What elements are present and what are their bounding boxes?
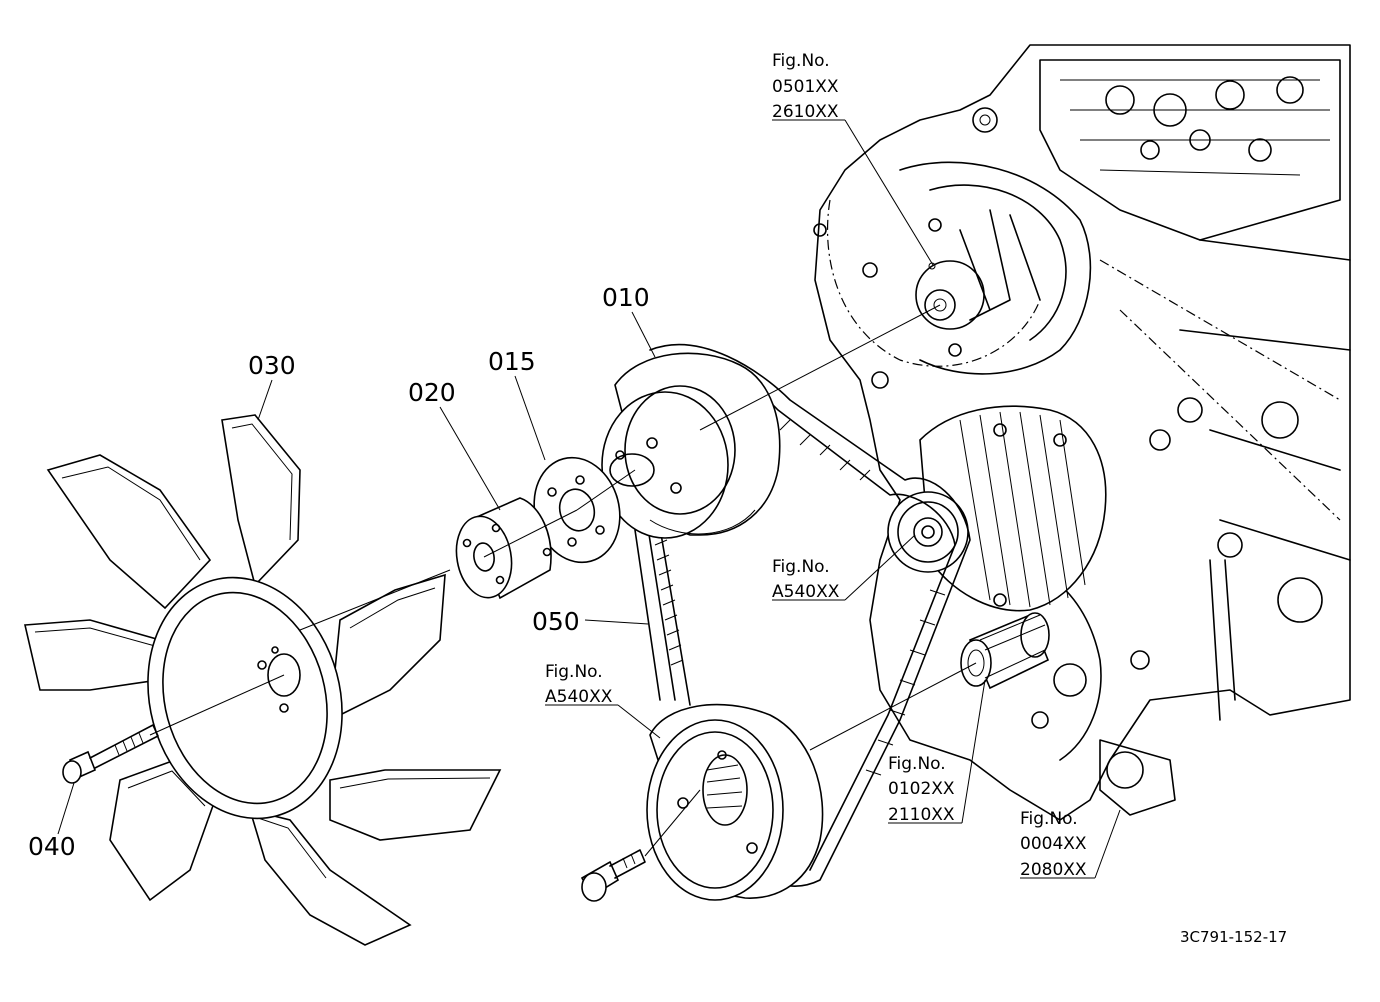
cooling-fan-drawing — [24, 414, 502, 946]
label-part-020: 020 — [408, 378, 456, 407]
label-part-030: 030 — [248, 351, 296, 380]
fig-ref-crankshaft-line-2: 2110XX — [888, 805, 955, 825]
alternator-drawing — [887, 405, 1107, 612]
engine-block-drawing — [813, 44, 1351, 821]
fig-ref-water-pump-line-2: 2610XX — [772, 102, 839, 122]
fig-ref-crank-pulley-title: Fig.No. — [545, 662, 603, 682]
fig-ref-alternator-title: Fig.No. — [772, 557, 830, 577]
fig-ref-engine-block: Fig.No. 0004XX 2080XX — [1020, 809, 1087, 880]
fig-ref-crank-pulley-line-1: A540XX — [545, 687, 613, 707]
fig-ref-water-pump-title: Fig.No. — [772, 51, 830, 71]
label-part-050: 050 — [532, 607, 580, 636]
fig-ref-engine-block-line-2: 2080XX — [1020, 860, 1087, 880]
drawing-code: 3C791-152-17 — [1180, 928, 1287, 946]
crank-pulley-drawing — [580, 703, 824, 902]
fig-ref-crankshaft-line-1: 0102XX — [888, 779, 955, 799]
label-part-010: 010 — [602, 283, 650, 312]
fan-bolt-drawing — [62, 724, 159, 784]
fig-ref-alternator: Fig.No. A540XX — [772, 557, 840, 602]
leader-lines — [57, 119, 1121, 879]
fig-ref-crankshaft-title: Fig.No. — [888, 754, 946, 774]
part-number-labels: 010 015 020 030 040 050 — [28, 283, 650, 861]
label-part-015: 015 — [488, 347, 536, 376]
fig-ref-alternator-line-1: A540XX — [772, 582, 840, 602]
fan-boss-drawing — [455, 497, 552, 600]
fig-ref-engine-block-line-1: 0004XX — [1020, 834, 1087, 854]
fig-ref-water-pump-line-1: 0501XX — [772, 77, 839, 97]
fig-ref-water-pump: Fig.No. 0501XX 2610XX — [772, 51, 839, 122]
assembly-centerlines — [149, 304, 977, 857]
crankshaft-stub-drawing — [960, 612, 1050, 690]
fig-ref-crankshaft: Fig.No. 0102XX 2110XX — [888, 754, 955, 825]
figure-reference-labels: Fig.No. 0501XX 2610XX Fig.No. A540XX Fig… — [545, 51, 1087, 880]
fig-ref-crank-pulley: Fig.No. A540XX — [545, 662, 613, 707]
fig-ref-engine-block-title: Fig.No. — [1020, 809, 1078, 829]
label-part-040: 040 — [28, 832, 76, 861]
fan-pulley-drawing — [601, 352, 781, 539]
